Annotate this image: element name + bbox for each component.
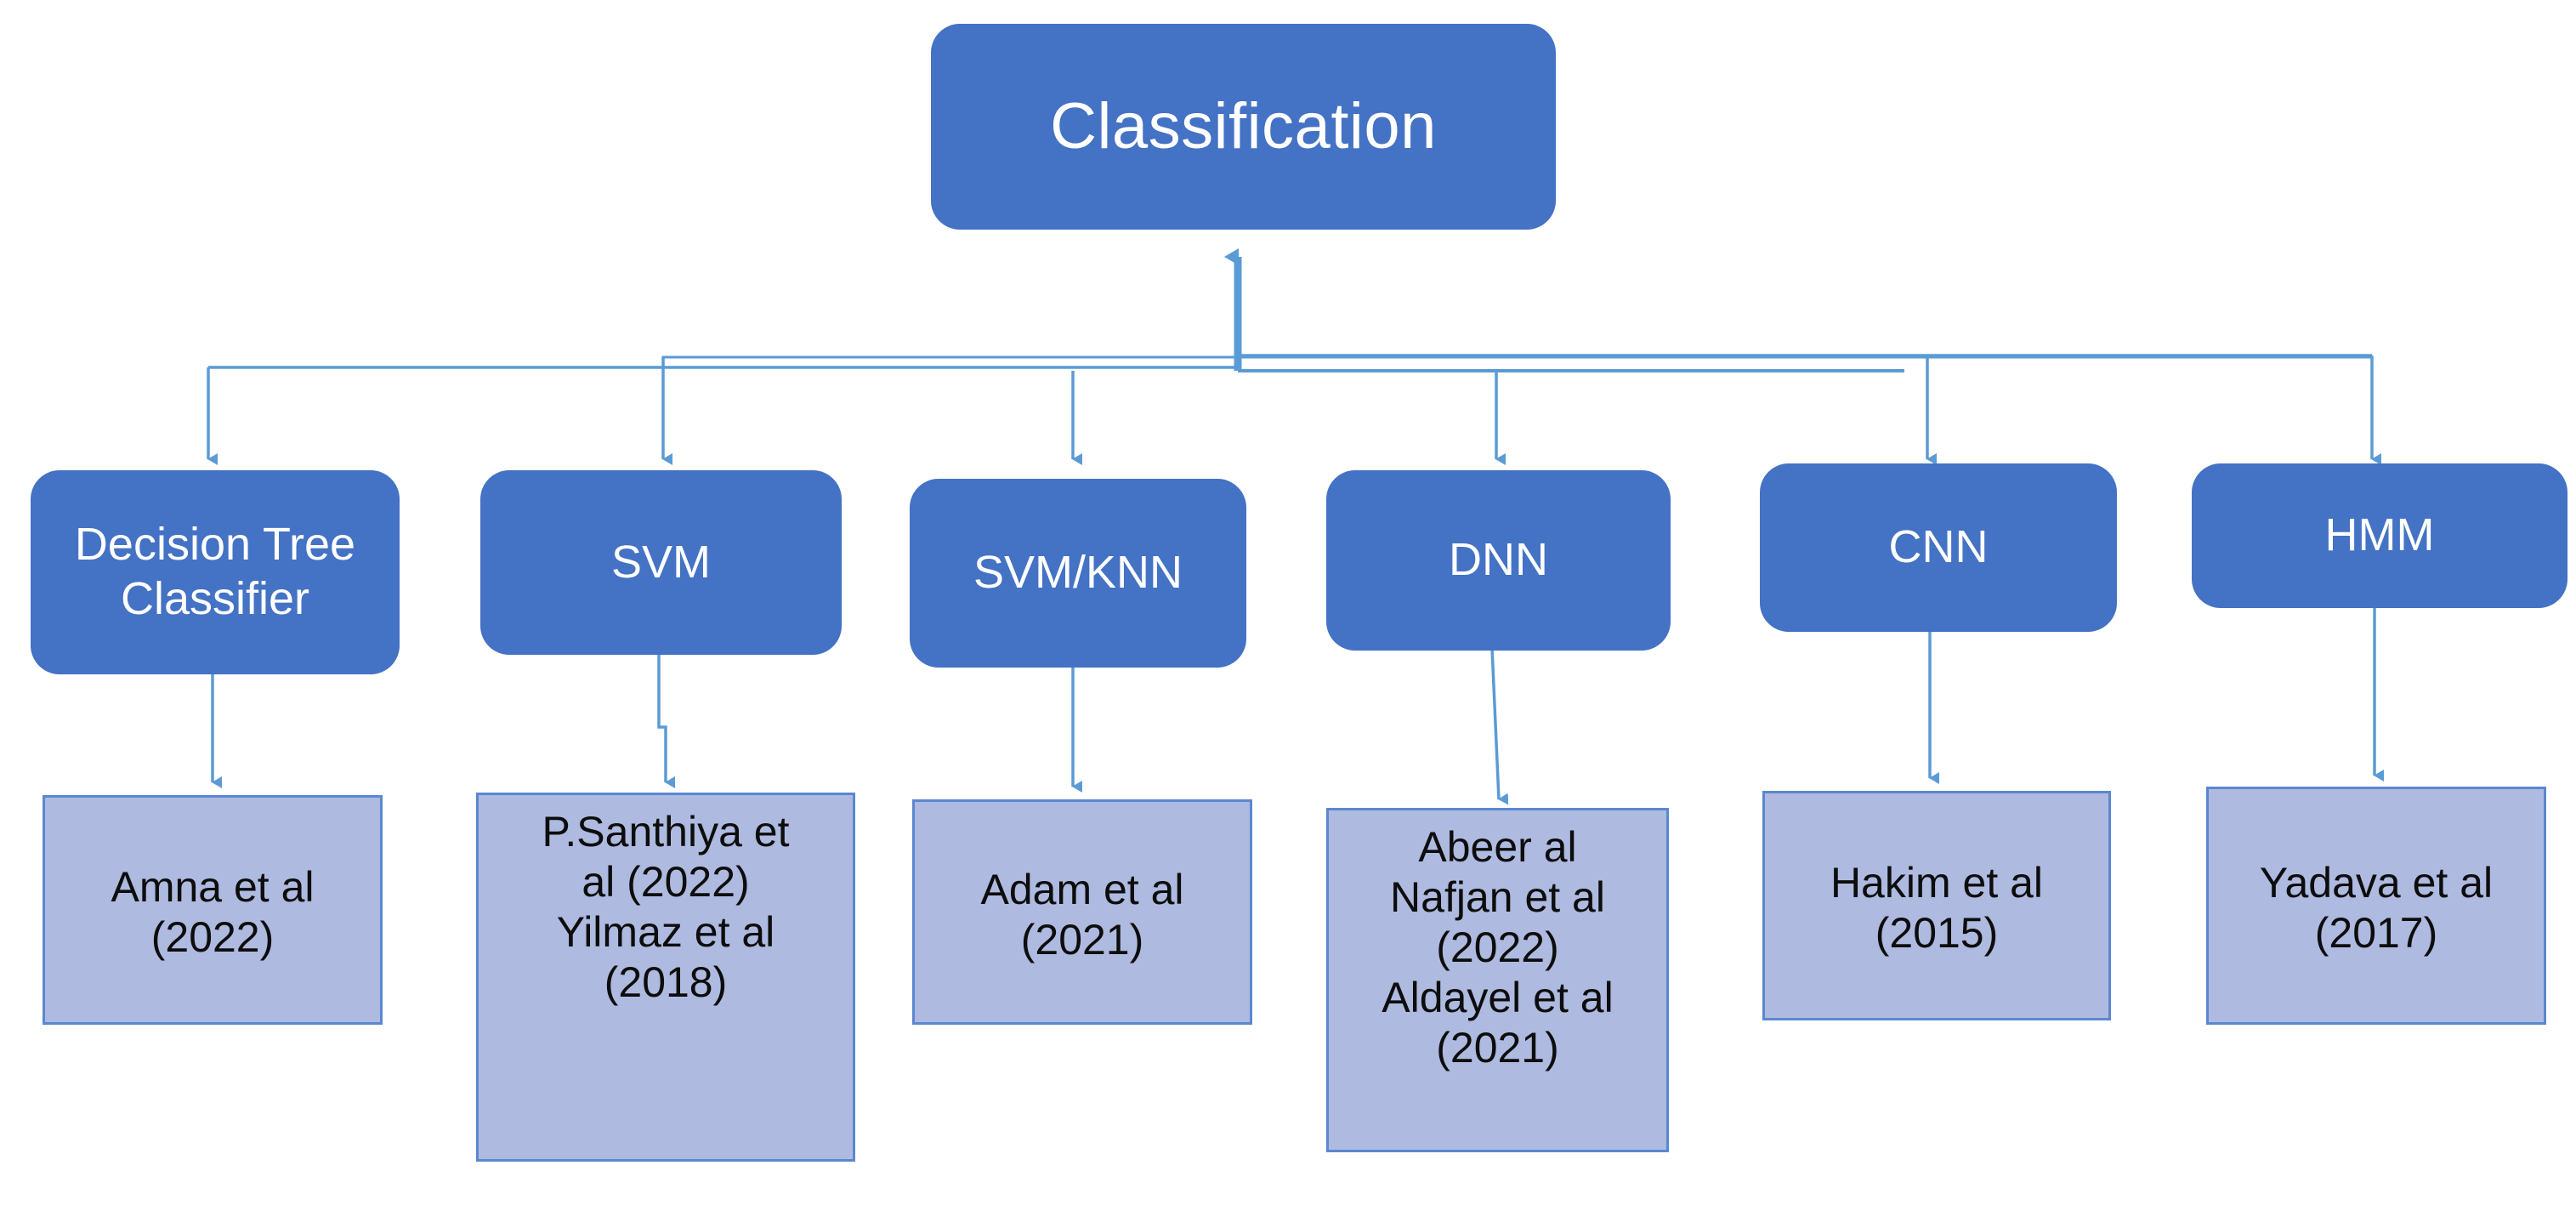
node-reference-svm-label: P.Santhiya et al (2022) Yilmaz et al (20… (542, 808, 790, 1006)
node-reference-decision-tree-classifier-label: Amna et al (2022) (111, 863, 315, 961)
node-reference-svm-knn[interactable]: Adam et al (2021) (912, 799, 1252, 1025)
node-method-cnn-label: CNN (1888, 521, 1989, 573)
node-reference-svm[interactable]: P.Santhiya et al (2022) Yilmaz et al (20… (476, 793, 855, 1162)
node-method-hmm-label: HMM (2324, 509, 2435, 561)
node-reference-decision-tree-classifier[interactable]: Amna et al (2022) (43, 795, 383, 1025)
node-method-svm-knn[interactable]: SVM/KNN (910, 479, 1246, 668)
node-classification-label: Classification (1050, 90, 1437, 163)
connector-horizontal-bus (208, 354, 2372, 372)
node-method-hmm[interactable]: HMM (2192, 463, 2567, 608)
node-method-cnn[interactable]: CNN (1760, 463, 2117, 632)
node-method-svm-label: SVM (610, 536, 712, 588)
node-reference-hmm[interactable]: Yadava et al (2017) (2206, 787, 2546, 1025)
node-reference-svm-knn-label: Adam et al (2021) (980, 865, 1184, 963)
connector-svm-to-ref (657, 651, 675, 788)
node-reference-cnn[interactable]: Hakim et al (2015) (1762, 791, 2111, 1020)
node-method-svm-knn-label: SVM/KNN (973, 547, 1183, 599)
node-method-svm[interactable]: SVM (480, 470, 842, 655)
node-method-decision-tree-classifier-label: Decision Tree Classifier (74, 519, 356, 624)
node-method-decision-tree-classifier[interactable]: Decision Tree Classifier (31, 470, 400, 674)
node-reference-dnn[interactable]: Abeer al Nafjan et al (2022) Aldayel et … (1326, 808, 1669, 1152)
node-reference-hmm-label: Yadava et al (2017) (2259, 859, 2494, 957)
node-classification[interactable]: Classification (931, 24, 1556, 230)
node-method-dnn[interactable]: DNN (1326, 470, 1671, 651)
node-reference-cnn-label: Hakim et al (2015) (1830, 859, 2044, 957)
connector-dnn-to-ref (1490, 647, 1509, 805)
node-reference-dnn-label: Abeer al Nafjan et al (2022) Aldayel et … (1382, 823, 1614, 1071)
node-method-dnn-label: DNN (1449, 534, 1548, 586)
